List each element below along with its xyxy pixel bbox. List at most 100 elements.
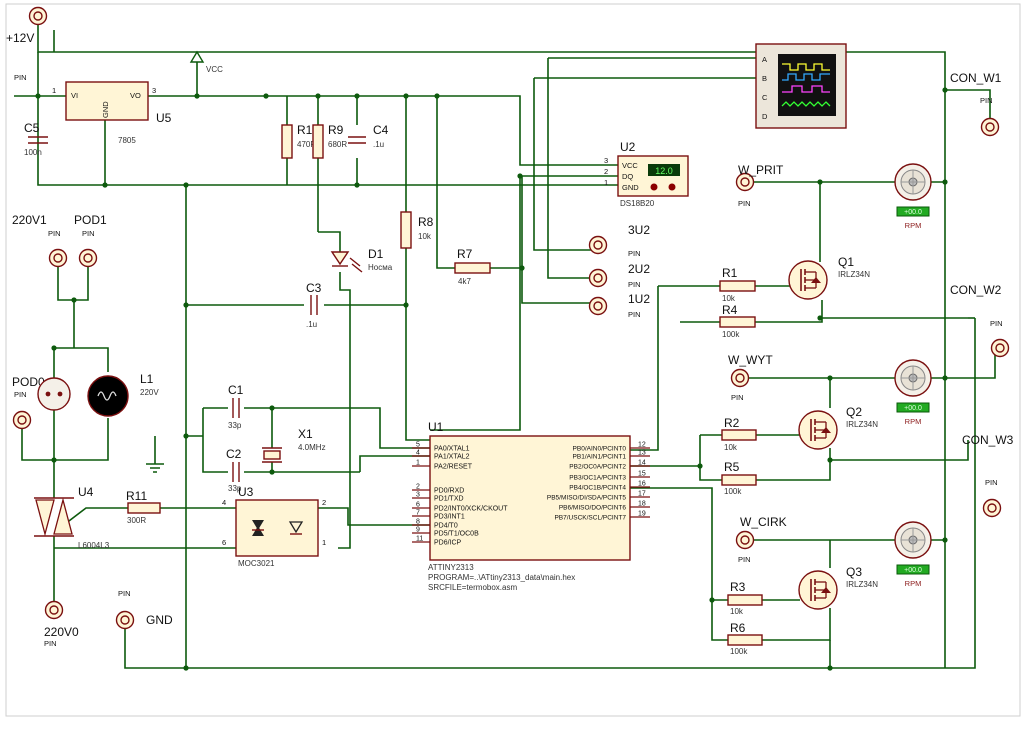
optotriac-u3[interactable] <box>235 499 319 557</box>
r2-val: 10k <box>724 443 738 452</box>
resistor-r6[interactable] <box>727 634 763 646</box>
r5-ref: R5 <box>724 460 740 474</box>
terminal-con-w2[interactable] <box>990 338 1010 358</box>
pin-220v1: PIN <box>48 229 61 238</box>
socket-pod0[interactable] <box>37 377 71 411</box>
u1-left-pin-num: 3 <box>416 492 420 499</box>
sensor-u2[interactable] <box>617 155 689 197</box>
crystal-x1[interactable] <box>262 447 282 463</box>
q1-part: IRLZ34N <box>838 270 870 279</box>
u1-right-pin-num: 18 <box>638 501 646 508</box>
mosfet-q2[interactable] <box>798 410 838 450</box>
u1-left-pin-num: 6 <box>416 502 420 509</box>
c2-ref: C2 <box>226 447 242 461</box>
lamp-l1[interactable] <box>87 375 129 417</box>
u5-p3: 3 <box>152 86 156 95</box>
oscilloscope[interactable] <box>755 43 847 129</box>
terminal-pod0[interactable] <box>12 410 32 430</box>
terminal-12v[interactable] <box>28 6 48 26</box>
r3-val: 10k <box>730 607 744 616</box>
resistor-r11[interactable] <box>127 502 161 514</box>
c4-val: .1u <box>373 140 384 149</box>
u1-left-pin-name: PD4/T0 <box>434 523 458 530</box>
u1-right-pin-name: PB4/OC1B/PCINT4 <box>569 485 626 492</box>
x1-ref: X1 <box>298 427 313 441</box>
resistor-r8[interactable] <box>400 211 412 249</box>
resistor-r7[interactable] <box>454 262 491 274</box>
resistor-r5[interactable] <box>721 474 757 486</box>
terminal-w-wyt[interactable] <box>730 368 750 388</box>
u2-part: DS18B20 <box>620 199 655 208</box>
label-pod0: POD0 <box>12 375 45 389</box>
terminal-220v1[interactable] <box>48 248 68 268</box>
u1-left-pin-name: PA2/RESET <box>434 464 473 471</box>
terminal-pod1[interactable] <box>78 248 98 268</box>
triac-u4[interactable] <box>34 497 74 537</box>
terminal-w-cirk[interactable] <box>735 530 755 550</box>
u1-left-pin-num: 5 <box>416 442 420 449</box>
r9-val: 680R <box>328 140 347 149</box>
motor-2[interactable] <box>894 359 932 413</box>
u1-left-pin-name: PD5/T1/OC0B <box>434 531 479 538</box>
terminal-220v0[interactable] <box>44 600 64 620</box>
label-12v: +12V <box>6 31 34 45</box>
mosfet-q1[interactable] <box>788 260 828 300</box>
r6-ref: R6 <box>730 621 746 635</box>
label-con-w1: CON_W1 <box>950 71 1002 85</box>
led-d1[interactable] <box>330 251 363 273</box>
r7-ref: R7 <box>457 247 473 261</box>
capacitor-c2[interactable] <box>232 462 240 482</box>
terminal-gnd[interactable] <box>115 610 135 630</box>
u2-dq: DQ <box>622 172 633 181</box>
pin-2u2: PIN <box>628 280 641 289</box>
mosfet-q3[interactable] <box>798 570 838 610</box>
resistor-r2[interactable] <box>721 429 757 441</box>
c3-ref: C3 <box>306 281 322 295</box>
pin-con-w2: PIN <box>990 319 1003 328</box>
pin-pod1: PIN <box>82 229 95 238</box>
capacitor-c3[interactable] <box>310 295 318 315</box>
motor-3[interactable] <box>894 521 932 575</box>
u1-srcfile: SRCFILE=termobox.asm <box>428 583 517 592</box>
resistor-r10[interactable] <box>281 124 293 159</box>
q1-ref: Q1 <box>838 255 854 269</box>
capacitor-c4[interactable] <box>348 136 366 144</box>
pin-con-w1: PIN <box>980 96 993 105</box>
motor-1[interactable] <box>894 163 932 217</box>
r11-val: 300R <box>127 516 146 525</box>
terminal-2u2[interactable] <box>588 268 608 288</box>
u2-lcd: 12.0 <box>655 166 673 176</box>
resistor-r1[interactable] <box>719 280 756 292</box>
regulator-u5[interactable] <box>65 81 149 121</box>
resistor-r9[interactable] <box>312 124 324 159</box>
r5-val: 100k <box>724 487 742 496</box>
r4-val: 100k <box>722 330 740 339</box>
u5-p1: 1 <box>52 86 56 95</box>
wires <box>14 24 996 669</box>
u1-left-pin-num: 11 <box>416 536 423 543</box>
u1-left-pin-name: PA1/XTAL2 <box>434 454 470 461</box>
terminal-3u2[interactable] <box>588 235 608 255</box>
junctions <box>35 87 948 671</box>
u1-right-pin-name: PB5/MISO/DI/SDA/PCINT5 <box>547 495 626 502</box>
label-220v0: 220V0 <box>44 625 79 639</box>
terminal-con-w1[interactable] <box>980 117 1000 137</box>
resistor-r4[interactable] <box>719 316 756 328</box>
pin-pod0: PIN <box>14 390 27 399</box>
terminal-con-w3[interactable] <box>982 498 1002 518</box>
label-w-prit: W_PRIT <box>738 163 784 177</box>
r2-ref: R2 <box>724 416 740 430</box>
q3-part: IRLZ34N <box>846 580 878 589</box>
resistor-r3[interactable] <box>727 594 763 606</box>
capacitor-c5[interactable] <box>28 136 48 144</box>
terminal-1u2[interactable] <box>588 296 608 316</box>
r8-ref: R8 <box>418 215 434 229</box>
u5-gnd: GND <box>101 101 110 118</box>
pin-1u2: PIN <box>628 310 641 319</box>
label-con-w2: CON_W2 <box>950 283 1002 297</box>
u1-right-pin-num: 13 <box>638 450 646 457</box>
mcu-u1[interactable] <box>429 435 631 561</box>
capacitor-c1[interactable] <box>232 398 240 418</box>
label-gnd: GND <box>146 613 173 627</box>
